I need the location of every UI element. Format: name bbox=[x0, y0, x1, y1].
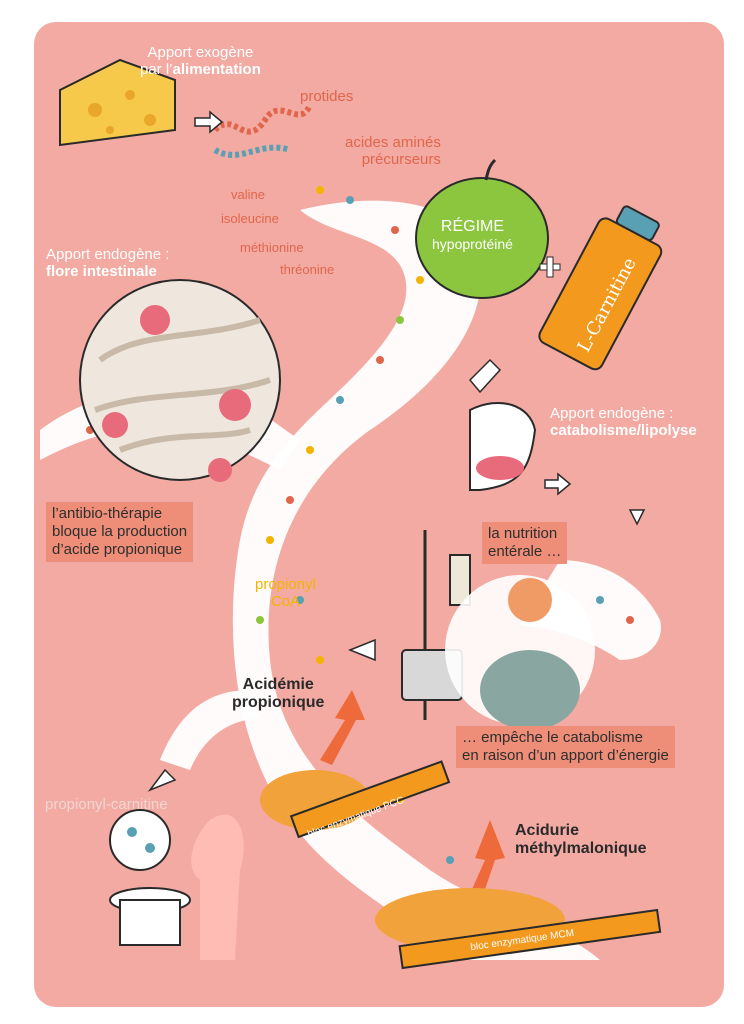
endogene-flore-label: Apport endogène :flore intestinale bbox=[46, 246, 170, 281]
carnitine-branch-path bbox=[160, 690, 260, 770]
flow-arrows bbox=[147, 110, 646, 792]
amino-acid-threonine: thréonine bbox=[280, 262, 335, 277]
protides-label: protides bbox=[300, 88, 354, 105]
amino-acid-methionine: méthionine bbox=[240, 240, 304, 255]
exogene-label: Apport exogène par l’alimentation bbox=[140, 44, 261, 79]
amino-acid-isoleucine: isoleucine bbox=[221, 211, 279, 226]
l-carnitine-bottle-icon bbox=[538, 205, 663, 371]
protein-chain-icon bbox=[212, 103, 313, 158]
cheese-icon bbox=[59, 58, 176, 147]
enzyme-barriers bbox=[289, 760, 662, 970]
plus-icon bbox=[539, 256, 561, 278]
magnifier-icon bbox=[109, 809, 171, 871]
increase-arrows bbox=[320, 690, 505, 910]
toilet-icon bbox=[109, 887, 191, 946]
intestinal-flora-icon bbox=[79, 279, 281, 482]
propionyl-carnitine-label: propionyl-carnitine bbox=[45, 796, 168, 813]
child-silhouette-icon bbox=[191, 814, 244, 960]
arm-muscle-icon bbox=[469, 401, 537, 491]
endogene-catabolisme-label: Apport endogène :catabolisme/lipolyse bbox=[550, 405, 697, 440]
apple-icon bbox=[415, 158, 549, 299]
patient-icon bbox=[445, 575, 595, 730]
main-metabolic-path bbox=[232, 200, 600, 960]
amino-acid-valine: valine bbox=[231, 187, 265, 202]
